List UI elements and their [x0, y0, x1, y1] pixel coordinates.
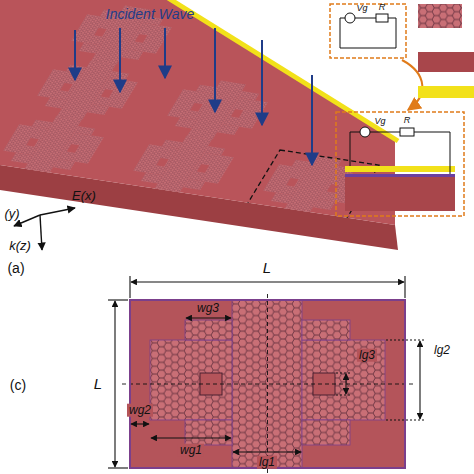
dimension-label: lg1: [257, 456, 277, 469]
axis-label: E(x): [72, 189, 96, 203]
dimension-label: wg1: [178, 444, 204, 457]
bias-circuit-inset: [330, 4, 422, 110]
resistor-label: R: [379, 3, 386, 12]
source-label: Vg: [374, 117, 385, 126]
resistor-label: R: [404, 116, 411, 125]
panel-label: (c): [10, 378, 26, 393]
dimension-label: wg3: [197, 302, 219, 315]
dimension-label: lg2: [434, 344, 450, 357]
dimension-label: lg3: [357, 349, 377, 362]
axis-label: (y): [4, 207, 19, 221]
incident-arrows: [75, 28, 312, 165]
source-label: Vg: [356, 4, 367, 13]
material-swatches: [418, 4, 474, 98]
panel-label: (a): [7, 261, 24, 276]
dimension-label: L: [263, 260, 271, 276]
slab: [0, 0, 398, 250]
wave-label: Incident Wave: [106, 7, 194, 22]
dimension-label: L: [94, 376, 102, 392]
unit-cell: [122, 294, 413, 474]
dimension-label: wg2: [127, 404, 153, 417]
layer-stack-inset: [336, 112, 464, 216]
axis-label: k(z): [9, 239, 31, 253]
dimension-lines: [108, 276, 425, 468]
